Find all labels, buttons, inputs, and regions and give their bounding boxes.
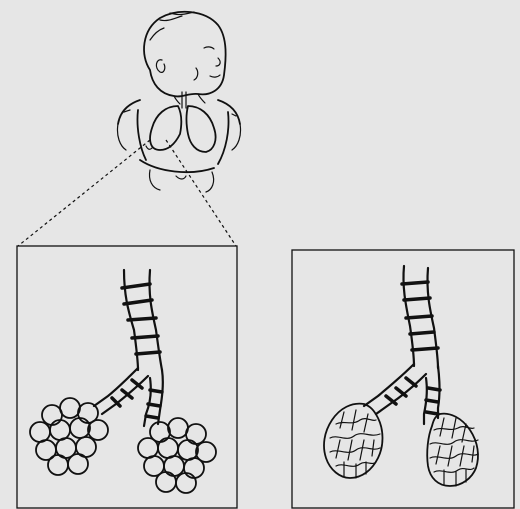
collapsed-alveoli-panel [292,250,514,508]
infant-head [144,12,226,97]
infant-ear [156,60,164,73]
infant-illustration [117,12,240,192]
infant-right-lung [187,106,216,152]
healthy-alveoli-panel [17,246,237,508]
infant-left-lung [150,106,181,150]
infant-eye [204,47,214,49]
zoom-indicator [18,140,236,246]
